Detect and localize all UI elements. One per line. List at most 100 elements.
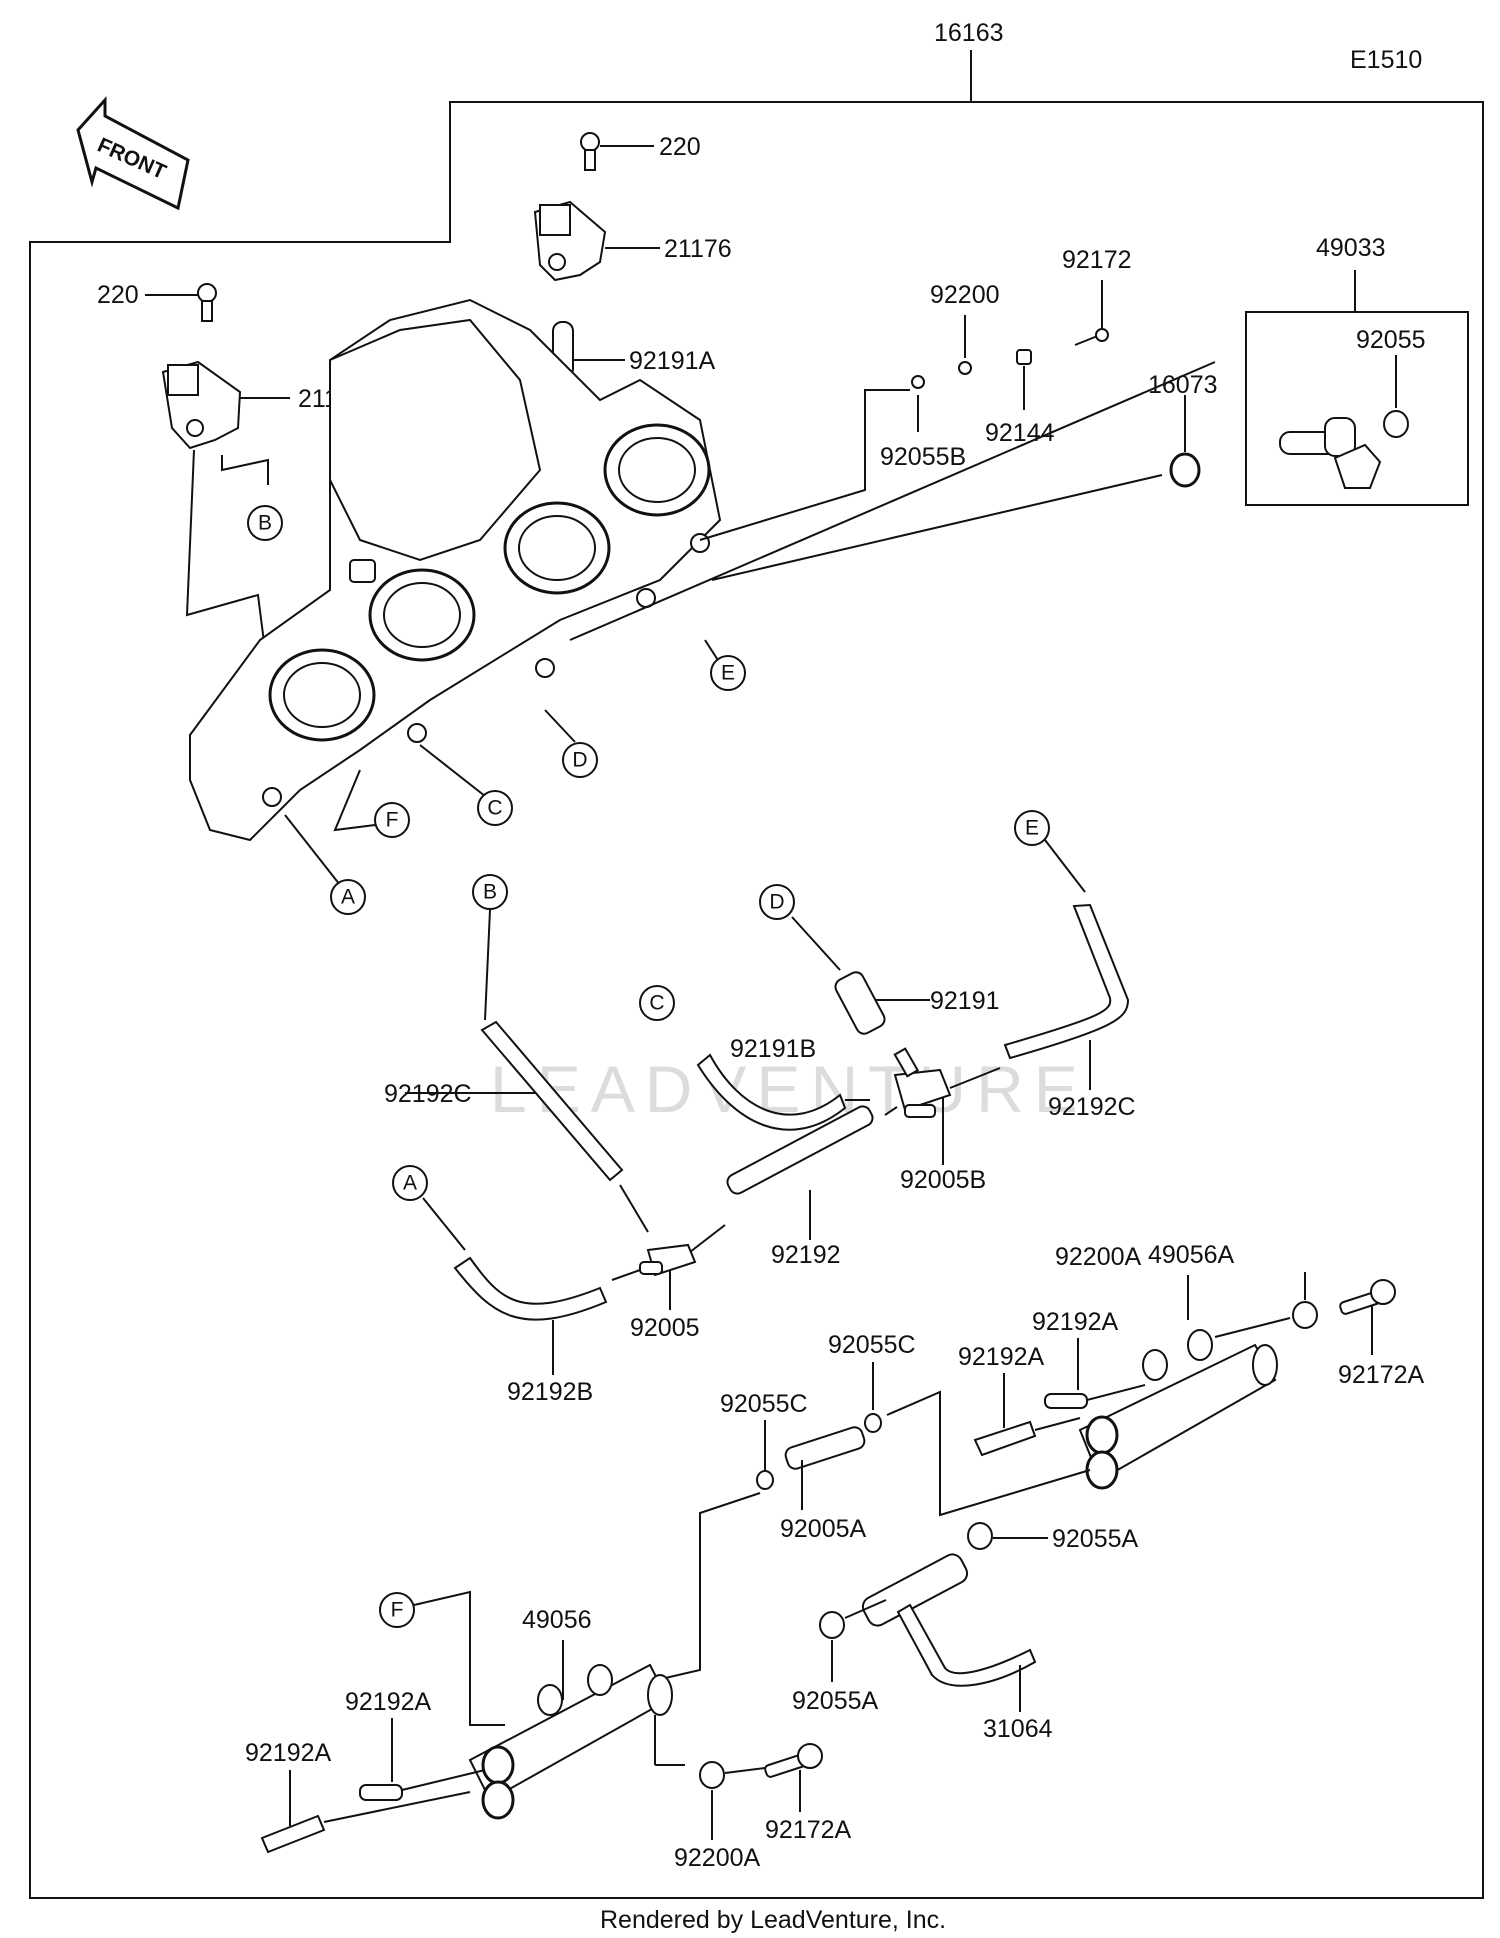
label-92191: 92191 [930,987,1000,1015]
ref-c-hose [639,985,675,1021]
bolt-92172a-bottom [764,1743,823,1778]
hose-92192a-3 [359,1784,403,1801]
hose-92192c-left [480,1020,624,1182]
hose-92192 [726,1105,874,1195]
label-16073: 16073 [1148,371,1218,399]
joint-92005a [784,1426,866,1470]
hose-92192b [453,1256,608,1321]
ref-f-top [374,802,410,838]
label-92192: 92192 [771,1241,841,1269]
label-49056: 49056 [522,1606,592,1634]
hose-92191 [834,971,886,1035]
sensor-21176-top [533,200,607,282]
ref-a-hose [392,1165,428,1201]
label-92005: 92005 [630,1314,700,1342]
ref-b-hose [472,874,508,910]
ref-f-hose [379,1592,415,1628]
oring-92200a-top [1292,1301,1318,1329]
label-21176-top: 21176 [664,235,732,263]
ref-c-top [477,790,513,826]
hose-92191b [696,1053,847,1131]
spring-92144 [1016,349,1032,365]
svg-text:F: F [391,1599,404,1622]
ref-b-top [247,505,283,541]
label-92192a-2: 92192A [958,1343,1045,1371]
pipe-31064 [861,1553,1037,1687]
ref-e-top [710,655,746,691]
label-92055b: 92055B [880,443,966,471]
throttle-body-assembly [189,298,722,842]
sensor-21176-left [161,360,242,450]
bolt-92172a-top [1339,1279,1396,1315]
label-92005b: 92005B [900,1166,986,1194]
joint-92005b [893,1047,952,1118]
pipe-49056a [1078,1329,1278,1490]
svg-text:C: C [649,992,664,1015]
label-220-top: 220 [659,133,701,161]
label-92172a-top: 92172A [1338,1361,1425,1389]
ref-d-hose [759,884,795,920]
oring-92055c-1 [864,1413,882,1433]
label-92200a-top: 92200A [1055,1243,1142,1271]
label-92191b: 92191B [730,1035,816,1063]
hose-92192c-right [1003,903,1130,1060]
label-92192c-right: 92192C [1048,1093,1136,1121]
svg-text:E: E [1025,817,1039,840]
cap-16073 [1169,452,1201,488]
label-92055a-bottom: 92055A [792,1687,879,1715]
oring-92200a-bottom [699,1761,725,1789]
label-49033: 49033 [1316,234,1386,262]
label-92192b: 92192B [507,1378,593,1406]
label-92172: 92172 [1062,246,1132,274]
label-92055a-right: 92055A [1052,1525,1139,1553]
svg-text:C: C [487,797,502,820]
label-92055c-1: 92055C [828,1331,916,1359]
label-92192a-1: 92192A [1032,1308,1119,1336]
label-92200a-bottom: 92200A [674,1844,761,1872]
label-220-left: 220 [97,281,139,309]
label-92172a-bottom: 92172A [765,1816,852,1844]
pipe-49056 [468,1663,673,1820]
assembly-frame [29,101,1484,1899]
ref-d-top [562,742,598,778]
oring-92200 [958,361,972,375]
hose-92192a-4 [260,1814,326,1854]
injector-49033 [1279,417,1382,489]
label-92192c-left: 92192C [384,1080,472,1108]
joint-92005 [639,1243,697,1277]
label-92055c-2: 92055C [720,1390,808,1418]
svg-text:A: A [403,1172,417,1195]
ref-a-top [330,879,366,915]
oring-92055 [1383,410,1409,438]
label-92055-injector: 92055 [1356,326,1426,354]
svg-text:B: B [483,881,497,904]
oring-92055a-bottom [819,1611,845,1639]
front-arrow-icon: FRONT [76,96,190,211]
label-92192a-3: 92192A [345,1688,432,1716]
svg-text:D: D [769,891,784,914]
svg-text:B: B [258,512,272,535]
footer-credit: Rendered by LeadVenture, Inc. [600,1906,946,1934]
label-92200: 92200 [930,281,1000,309]
screw-220-top [580,132,600,171]
screw-92172 [1074,328,1109,346]
svg-text:F: F [386,809,399,832]
label-92192a-4: 92192A [245,1739,332,1767]
hose-92192a-2 [973,1420,1037,1457]
screw-220-left [197,283,217,322]
washer-92055b [911,375,925,389]
svg-text:E: E [721,662,735,685]
label-92144: 92144 [985,419,1055,447]
label-49056a: 49056A [1148,1241,1235,1269]
hose-92192a-1 [1044,1393,1088,1409]
injector-box [1245,311,1469,506]
svg-text:A: A [341,886,355,909]
diagram-code: E1510 [1350,46,1422,74]
oring-92055c-2 [756,1470,774,1490]
ref-e-hose [1014,810,1050,846]
label-16163: 16163 [934,19,1004,47]
label-92005a: 92005A [780,1515,867,1543]
label-31064: 31064 [983,1715,1053,1743]
